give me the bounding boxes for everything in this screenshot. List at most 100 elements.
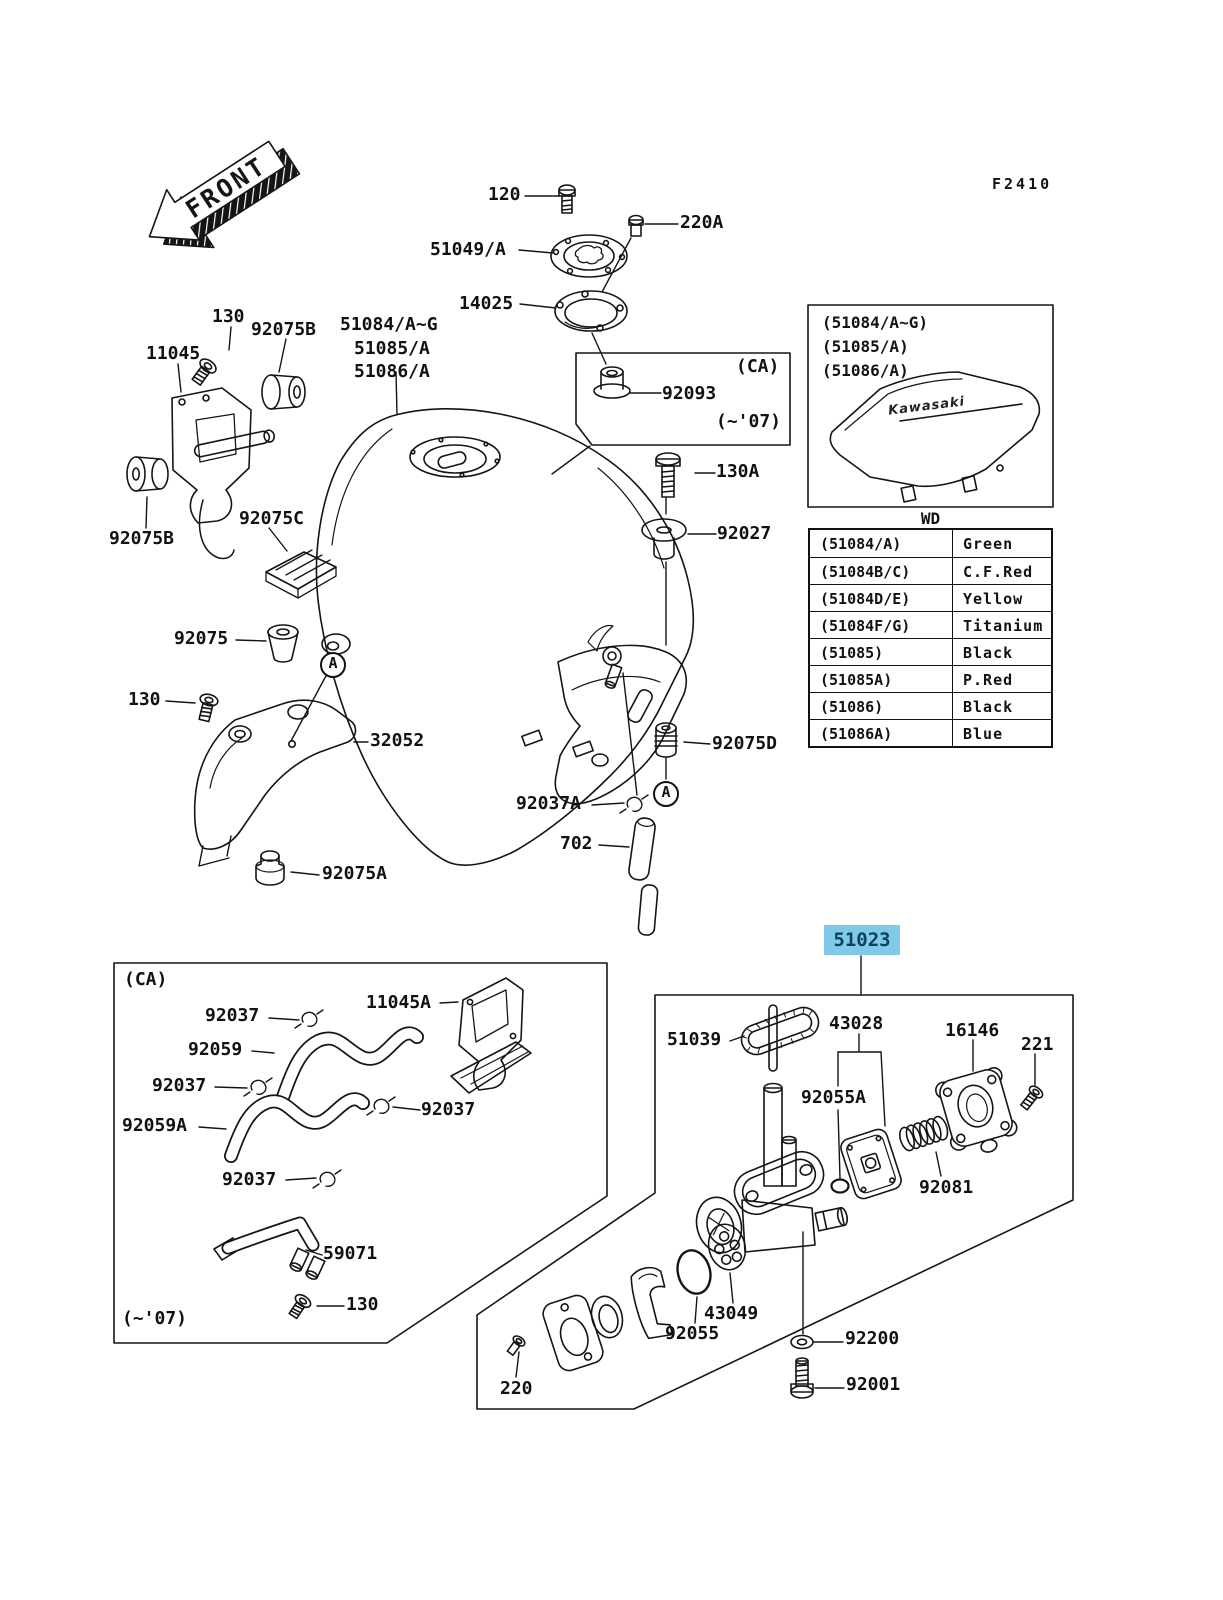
part-label-92075c: 92075C bbox=[239, 508, 305, 529]
part-label-51085: 51085/A bbox=[354, 338, 430, 359]
color-code-table: (51084/A) Green (51084B/C) C.F.Red (5108… bbox=[808, 528, 1053, 748]
part-label-92037-3: 92037 bbox=[421, 1099, 476, 1120]
variant-note-ca-bottom: (CA) bbox=[124, 969, 168, 990]
part-label-92075a: 92075A bbox=[322, 863, 388, 884]
clamp-92037-4 bbox=[312, 1169, 342, 1189]
part-label-92037-1: 92037 bbox=[205, 1005, 260, 1026]
washer-92200 bbox=[790, 1334, 814, 1350]
part-label-92001: 92001 bbox=[846, 1374, 901, 1395]
part-label-92081: 92081 bbox=[919, 1177, 974, 1198]
color-table-row: (51084F/G) Titanium bbox=[810, 611, 1051, 638]
damper-92075d bbox=[654, 722, 678, 758]
part-label-51084: 51084/A~G bbox=[340, 314, 438, 335]
color-table-row: (51086) Black bbox=[810, 692, 1051, 719]
screw-221 bbox=[1020, 1085, 1044, 1111]
color-table-row: (51085A) P.Red bbox=[810, 665, 1051, 692]
tank-cover-drawing bbox=[829, 371, 1041, 503]
bracket-32052 bbox=[193, 699, 357, 867]
hose-92059a bbox=[224, 1092, 370, 1163]
part-label-51023: 51023 bbox=[833, 929, 891, 951]
bolt-92001 bbox=[790, 1357, 814, 1399]
part-label-130-1: 130 bbox=[212, 306, 245, 327]
part-label-220: 220 bbox=[500, 1378, 533, 1399]
plug-92027 bbox=[641, 518, 687, 560]
part-label-130a: 130A bbox=[716, 461, 760, 482]
part-label-92075: 92075 bbox=[174, 628, 229, 649]
color-code: (51085) bbox=[810, 639, 953, 665]
damper-92075a bbox=[255, 850, 285, 886]
damper-92075b-left bbox=[126, 456, 169, 492]
drawing-number: F2410 bbox=[992, 175, 1053, 193]
screw-130-topleft bbox=[191, 358, 217, 386]
color-table-title: WD bbox=[920, 509, 941, 528]
fuel-tank bbox=[315, 408, 695, 866]
part-label-130-3: 130 bbox=[346, 1294, 379, 1315]
color-table-row: (51084/A) Green bbox=[810, 530, 1051, 557]
screw-220 bbox=[506, 1335, 526, 1356]
part-label-16146: 16146 bbox=[945, 1020, 1000, 1041]
variant-note-07-bottom: (~'07) bbox=[122, 1308, 188, 1329]
front-arrow: FRONT bbox=[148, 140, 301, 249]
plate-43028 bbox=[840, 1128, 902, 1200]
small-gasket bbox=[590, 1295, 624, 1339]
o-ring-92055 bbox=[676, 1249, 712, 1295]
part-label-92055: 92055 bbox=[665, 1323, 720, 1344]
fuel-tap-assembly-box bbox=[476, 994, 1074, 1410]
part-label-92055a: 92055A bbox=[801, 1087, 867, 1108]
part-label-43049: 43049 bbox=[704, 1303, 759, 1324]
pipe-59071 bbox=[213, 1216, 326, 1280]
clamp-92037a bbox=[619, 794, 649, 814]
bracket-11045 bbox=[171, 387, 276, 560]
color-name: Green bbox=[963, 535, 1014, 553]
color-code: (51086A) bbox=[810, 720, 953, 746]
color-code: (51084B/C) bbox=[810, 558, 953, 584]
color-name: C.F.Red bbox=[963, 563, 1034, 581]
color-name: Blue bbox=[963, 725, 1004, 743]
part-label-92200: 92200 bbox=[845, 1328, 900, 1349]
color-code: (51084/A) bbox=[810, 530, 953, 557]
variant-box-ca-bottom bbox=[113, 962, 608, 1344]
part-label-51039: 51039 bbox=[667, 1029, 722, 1050]
color-table-row: (51086A) Blue bbox=[810, 719, 1051, 746]
screw-120 bbox=[558, 184, 576, 214]
screw-220a bbox=[628, 214, 644, 237]
spring-92081 bbox=[898, 1115, 949, 1152]
fuel-tank-cap-51049 bbox=[550, 234, 628, 278]
part-label-43028: 43028 bbox=[829, 1013, 884, 1034]
leader-lines bbox=[145, 195, 1036, 1389]
view-marker-a-1: A bbox=[320, 652, 346, 678]
fuel-tap-petcock bbox=[695, 1004, 849, 1254]
clamp-92037-3 bbox=[366, 1096, 396, 1116]
cover-16146 bbox=[935, 1067, 1018, 1153]
cover-code-51084: (51084/A~G) bbox=[822, 313, 928, 332]
part-label-51049: 51049/A bbox=[430, 239, 506, 260]
part-label-32052: 32052 bbox=[370, 730, 425, 751]
color-table-row: (51084B/C) C.F.Red bbox=[810, 557, 1051, 584]
highlighted-part-51023[interactable]: 51023 bbox=[824, 925, 900, 955]
color-name: Titanium bbox=[963, 617, 1044, 635]
part-label-92037a: 92037A bbox=[516, 793, 582, 814]
color-code: (51084F/G) bbox=[810, 612, 953, 638]
part-label-120: 120 bbox=[488, 184, 521, 205]
variant-box-ca-top bbox=[575, 352, 791, 446]
color-name: Black bbox=[963, 644, 1014, 662]
part-label-11045a: 11045A bbox=[366, 992, 432, 1013]
part-label-92037-4: 92037 bbox=[222, 1169, 277, 1190]
part-label-92037-2: 92037 bbox=[152, 1075, 207, 1096]
damper-92075 bbox=[267, 624, 299, 663]
part-label-92075b-1: 92075B bbox=[251, 319, 317, 340]
filter-screen-43049 bbox=[707, 1223, 747, 1271]
hose-92059 bbox=[275, 1026, 424, 1107]
variant-note-07-top: (~'07) bbox=[716, 411, 782, 432]
color-name: Yellow bbox=[963, 590, 1024, 608]
part-label-92059: 92059 bbox=[188, 1039, 243, 1060]
color-name: P.Red bbox=[963, 671, 1014, 689]
color-code: (51085A) bbox=[810, 666, 953, 692]
screw-130-ca bbox=[288, 1293, 312, 1320]
clamp-92037-2 bbox=[243, 1077, 273, 1097]
color-table-row: (51084D/E) Yellow bbox=[810, 584, 1051, 611]
cover-code-51085: (51085/A) bbox=[822, 337, 909, 356]
gasket-plate-220 bbox=[542, 1294, 604, 1372]
damper-92075b-top bbox=[261, 374, 306, 410]
